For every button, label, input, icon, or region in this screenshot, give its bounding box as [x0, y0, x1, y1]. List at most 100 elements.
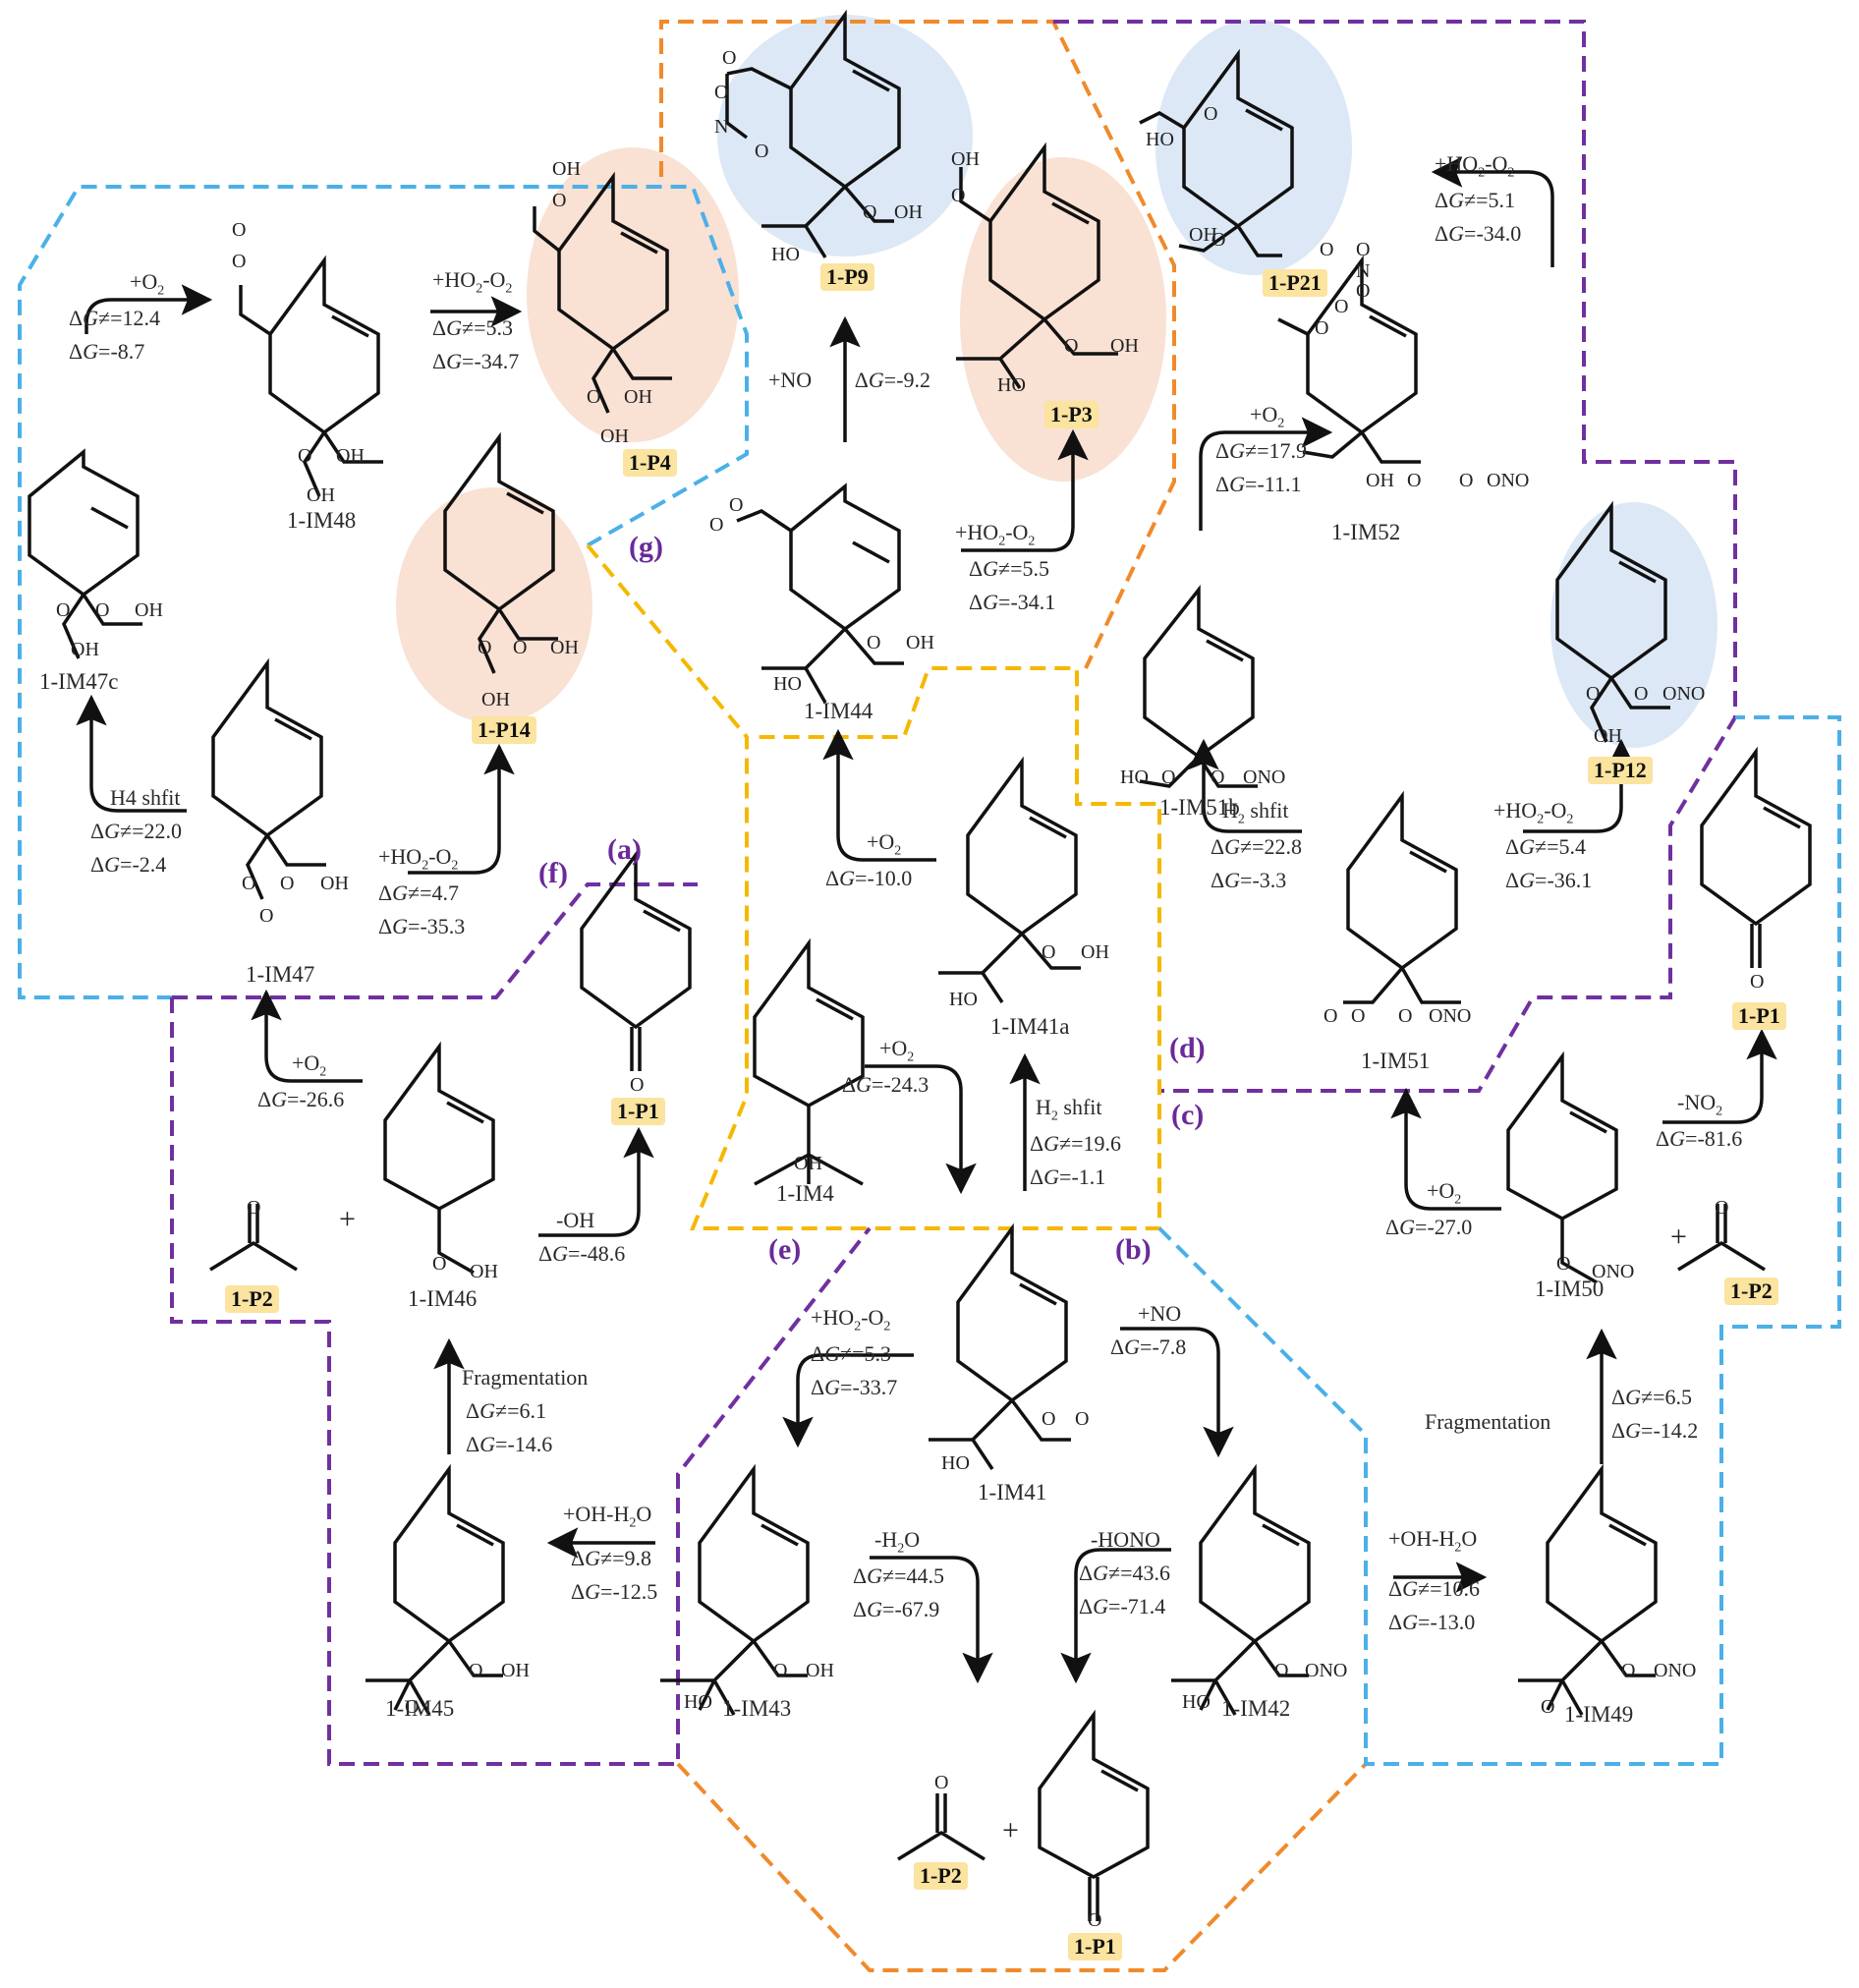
svg-text:O: O — [587, 386, 600, 408]
svg-text:O: O — [1556, 1253, 1570, 1275]
reagent-text: +O2 — [867, 829, 902, 859]
arrow-im46-to-p1 — [538, 1126, 654, 1237]
reaction-im41-to-im41a: H2 shfit ΔG≠=19.6 ΔG=-1.1 — [1030, 1091, 1121, 1194]
reaction-im48-to-p4: +HO2-O2 ΔG≠=5.3 ΔG=-34.7 — [432, 267, 520, 378]
svg-text:O: O — [722, 47, 736, 69]
reaction-im4-to-im41: +O2 ΔG=-24.3 — [842, 1032, 929, 1102]
molecule-im41 — [929, 1222, 1071, 1470]
p9-highlight — [717, 15, 973, 256]
reagent-text: +O2 — [292, 1051, 327, 1080]
svg-text:ONO: ONO — [1662, 683, 1705, 705]
svg-text:OH: OH — [135, 599, 163, 621]
molecule-im47c — [28, 448, 142, 659]
reaction-im50-to-p1: -NO2 ΔG=-81.6 — [1656, 1086, 1742, 1156]
arrow-im4-to-im41 — [865, 1064, 977, 1195]
svg-text:OH: OH — [806, 1660, 834, 1681]
svg-text:OH: OH — [71, 639, 99, 660]
reagent-text: +HO2-O2 — [811, 1305, 891, 1335]
reaction-energy: ΔG=-35.3 — [378, 914, 466, 939]
molecule-im52 — [1277, 255, 1421, 464]
molecule-p3 — [956, 142, 1118, 389]
intermediate-label-im52: 1-IM52 — [1331, 520, 1401, 544]
reaction-im43-to-products: -H2O ΔG≠=44.5 ΔG=-67.9 — [853, 1523, 944, 1626]
reaction-energy: ΔG=-27.0 — [1385, 1215, 1473, 1240]
svg-text:O: O — [298, 445, 311, 467]
region-tag-a: (a) — [607, 833, 642, 866]
svg-text:O: O — [714, 82, 728, 103]
reaction-energy: ΔG=-34.7 — [432, 349, 520, 374]
molecule-p21 — [1139, 48, 1294, 257]
reaction-im42-to-im49: +OH-H2O ΔG≠=10.6 ΔG=-13.0 — [1388, 1526, 1480, 1639]
reagent-text: H2 shfit — [1036, 1095, 1102, 1124]
arrow-im41-to-im42 — [1120, 1327, 1234, 1458]
reaction-energy: ΔG=-9.2 — [854, 368, 930, 392]
svg-text:OH: OH — [1081, 941, 1109, 963]
region-tag-e: (e) — [768, 1233, 802, 1266]
reaction-energy: ΔG=-67.9 — [853, 1597, 940, 1622]
product-label-p2-left: 1-P2 — [225, 1285, 279, 1313]
reaction-energy: ΔG=-34.0 — [1435, 221, 1522, 247]
reagent-text: -H2O — [874, 1527, 921, 1557]
svg-text:O: O — [469, 1660, 482, 1681]
svg-text:OH: OH — [501, 1660, 530, 1681]
arrow-im41-to-im43 — [782, 1353, 914, 1448]
svg-text:HO: HO — [941, 1452, 970, 1474]
plus-signs: + + + — [339, 1203, 1687, 1846]
region-tag-g: (g) — [629, 531, 663, 563]
reaction-im51b-to-im52: +O2 ΔG≠=17.9 ΔG=-11.1 — [1215, 398, 1307, 501]
reaction-energy: ΔG=-10.0 — [825, 866, 913, 891]
reaction-im51-to-im51b: H2 shfit ΔG≠=22.8 ΔG=-3.3 — [1211, 794, 1302, 897]
activation-energy: ΔG≠=5.3 — [811, 1341, 892, 1367]
molecule-im45 — [366, 1463, 505, 1716]
arrow-im47-to-im47c — [76, 694, 187, 813]
reagent-text: +HO2-O2 — [432, 267, 513, 297]
product-label-p1-mid: 1-P1 — [611, 1098, 665, 1125]
product-label-p3: 1-P3 — [1044, 401, 1098, 428]
arrow-im42-to-products — [1060, 1548, 1171, 1684]
product-label-p9: 1-P9 — [820, 263, 874, 291]
intermediate-label-im41a: 1-IM41a — [990, 1014, 1070, 1039]
reaction-energy: ΔG=-13.0 — [1388, 1610, 1476, 1635]
svg-text:HO: HO — [949, 989, 978, 1010]
reaction-im52-to-p21: +HO2-O2 ΔG≠=5.1 ΔG=-34.0 — [1435, 147, 1521, 251]
molecule-im42 — [1171, 1463, 1311, 1716]
reaction-energy: ΔG=-33.7 — [811, 1375, 898, 1400]
svg-text:OH: OH — [1110, 335, 1139, 357]
svg-text:O: O — [1075, 1408, 1089, 1430]
reagent-text: +O2 — [130, 269, 165, 299]
region-tag-d: (d) — [1169, 1032, 1206, 1064]
reaction-im43-to-im45: +OH-H2O ΔG≠=9.8 ΔG=-12.5 — [563, 1502, 657, 1609]
molecule-im46 — [383, 1041, 495, 1275]
molecule-im4 — [753, 937, 865, 1186]
reaction-energy: ΔG=-7.8 — [1110, 1335, 1187, 1360]
region-border-orange-top — [659, 20, 1176, 669]
svg-text:O: O — [1351, 1005, 1365, 1027]
molecule-p2-right — [1677, 1204, 1766, 1272]
reaction-im44-to-p9: +NO ΔG=-9.2 — [768, 364, 930, 397]
svg-text:O: O — [513, 637, 527, 658]
product-label-p12: 1-P12 — [1588, 757, 1653, 784]
svg-text:O: O — [773, 1660, 787, 1681]
reagent-text: +OH-H2O — [1388, 1526, 1478, 1556]
svg-text:O: O — [755, 141, 768, 162]
region-tag-c: (c) — [1171, 1099, 1205, 1131]
svg-text:O: O — [1356, 280, 1370, 302]
svg-text:O: O — [1634, 683, 1648, 705]
molecule-im49 — [1518, 1463, 1658, 1716]
product-label-p4: 1-P4 — [623, 449, 677, 477]
intermediate-label-im49: 1-IM49 — [1564, 1702, 1634, 1727]
svg-text:ONO: ONO — [1305, 1660, 1347, 1681]
intermediate-label-im51b: 1-IM51b — [1159, 795, 1240, 820]
reaction-im41-to-im42: +NO ΔG=-7.8 — [1110, 1297, 1186, 1364]
svg-text:OH: OH — [951, 148, 980, 170]
activation-energy: ΔG≠=43.6 — [1079, 1561, 1171, 1586]
arrow-im47c-to-im48 — [84, 284, 213, 334]
svg-text:O: O — [1407, 470, 1421, 491]
svg-text:O: O — [1088, 1909, 1101, 1931]
arrow-im44-to-p3 — [961, 428, 1089, 552]
reaction-im41a-to-im44: +O2 ΔG=-10.0 — [825, 825, 912, 895]
reaction-energy: ΔG=-36.1 — [1505, 868, 1593, 893]
p12-highlight — [1550, 502, 1718, 748]
svg-text:O: O — [280, 873, 294, 894]
svg-text:OH: OH — [320, 873, 349, 894]
